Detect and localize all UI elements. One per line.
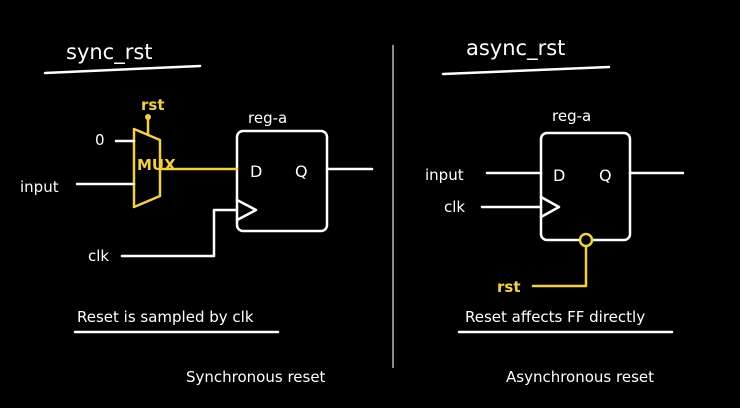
async-title-underline bbox=[441, 65, 611, 76]
async-q-label: Q bbox=[599, 166, 612, 185]
sync-note: Reset is sampled by clk bbox=[77, 308, 254, 326]
async-rst-bubble bbox=[578, 232, 594, 248]
sync-caption: Synchronous reset bbox=[186, 368, 326, 386]
async-note: Reset affects FF directly bbox=[465, 308, 645, 326]
async-reg-label: reg-a bbox=[552, 107, 591, 125]
sync-title-underline bbox=[43, 64, 202, 75]
async-rst-label: rst bbox=[497, 278, 521, 296]
sync-mux-label: MUX bbox=[137, 156, 176, 174]
async-rst-wire bbox=[531, 244, 588, 288]
sync-clk-triangle bbox=[235, 198, 258, 222]
async-clk-triangle bbox=[539, 195, 561, 219]
sync-flip-flop bbox=[235, 129, 329, 233]
sync-rst-label: rst bbox=[141, 96, 165, 114]
sync-clk-wire bbox=[120, 208, 239, 258]
sync-reg-label: reg-a bbox=[248, 109, 287, 127]
async-reset-panel: async_rst reg-a D Q input clk rst Reset … bbox=[425, 36, 685, 386]
async-clk-label: clk bbox=[444, 198, 465, 216]
async-title: async_rst bbox=[466, 36, 565, 61]
sync-q-label: Q bbox=[295, 162, 308, 181]
sync-zero-label: 0 bbox=[95, 131, 105, 149]
sync-mux-shape bbox=[132, 127, 162, 209]
async-caption: Asynchronous reset bbox=[506, 368, 654, 386]
sync-clk-label: clk bbox=[88, 247, 109, 265]
sync-d-label: D bbox=[250, 162, 262, 181]
async-input-label: input bbox=[425, 166, 464, 184]
sync-title: sync_rst bbox=[66, 40, 153, 65]
async-d-label: D bbox=[553, 166, 565, 185]
sync-reset-panel: sync_rst reg-a D Q MUX rst 0 input clk R… bbox=[20, 40, 374, 386]
async-flip-flop bbox=[539, 131, 632, 242]
sync-input-label: input bbox=[20, 178, 59, 196]
